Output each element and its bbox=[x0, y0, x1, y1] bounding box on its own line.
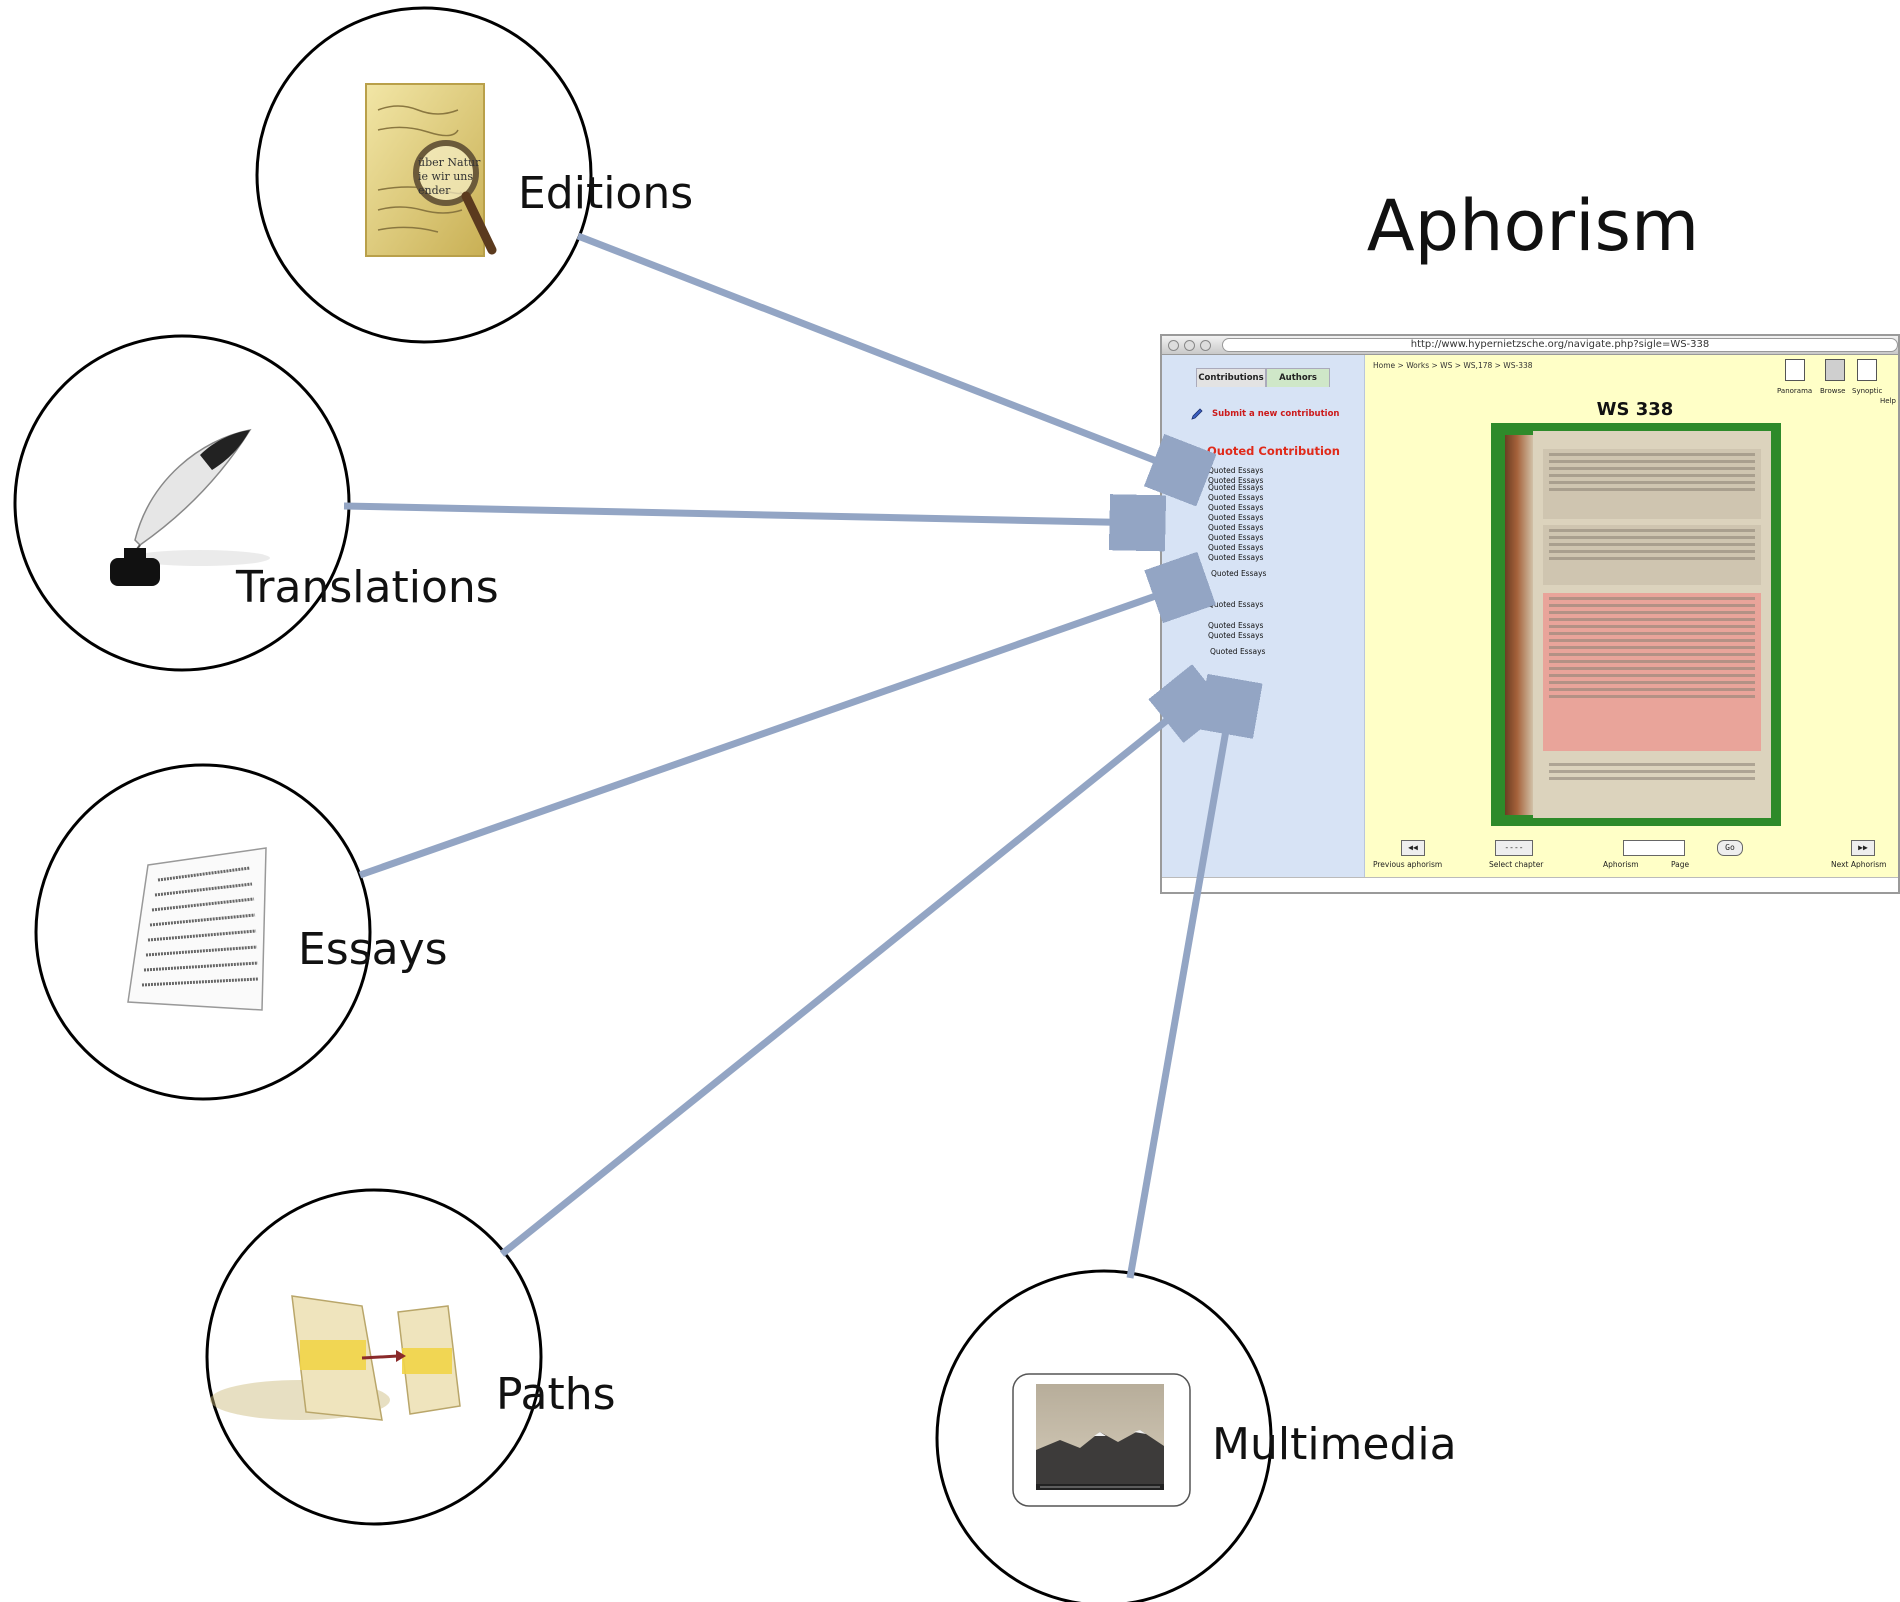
essays-label: Essays bbox=[298, 924, 448, 975]
page-title: WS 338 bbox=[1596, 399, 1674, 420]
essay-link[interactable]: Quoted Essays bbox=[1208, 533, 1264, 542]
essay-link[interactable]: Quoted Essays bbox=[1208, 543, 1264, 552]
close-dot[interactable] bbox=[1168, 340, 1179, 351]
tab-contributions[interactable]: Contributions bbox=[1196, 368, 1266, 387]
essay-link[interactable]: Quoted Essays bbox=[1210, 647, 1266, 656]
multimedia-node: Multimedia bbox=[935, 1269, 1457, 1602]
window-titlebar: http://www.hypernietzsche.org/navigate.p… bbox=[1162, 336, 1898, 355]
essay-link[interactable]: Quoted Essays bbox=[1208, 513, 1264, 522]
next-label[interactable]: Next Aphorism bbox=[1831, 860, 1887, 869]
aphorism-number-input[interactable] bbox=[1623, 840, 1685, 856]
paths-node: Paths bbox=[205, 1188, 616, 1526]
panorama-icon[interactable] bbox=[1785, 359, 1805, 381]
multimedia-circle bbox=[935, 1269, 1273, 1602]
svg-text:ender: ender bbox=[418, 184, 451, 197]
panorama-label[interactable]: Panorama bbox=[1777, 387, 1813, 395]
highlighted-aphorism bbox=[1543, 593, 1761, 751]
book-spine bbox=[1505, 435, 1535, 815]
essay-link[interactable]: Quoted Essays bbox=[1208, 493, 1264, 502]
editions-circle bbox=[255, 6, 593, 344]
essay-link[interactable]: Quoted Essays bbox=[1208, 476, 1264, 485]
tab-authors[interactable]: Authors bbox=[1266, 368, 1330, 387]
linked-pages-icon bbox=[210, 1295, 461, 1421]
synoptic-icon[interactable] bbox=[1857, 359, 1877, 381]
status-bar bbox=[1162, 877, 1898, 892]
essay-link[interactable]: Quoted Essays bbox=[1208, 466, 1264, 475]
svg-text:über Natur: über Natur bbox=[418, 156, 481, 169]
help-link[interactable]: Help bbox=[1880, 397, 1896, 405]
multimedia-label: Multimedia bbox=[1212, 1419, 1457, 1470]
breadcrumb[interactable]: Home > Works > WS > WS,178 > WS-338 bbox=[1373, 361, 1533, 370]
next-button[interactable]: ▶▶ bbox=[1851, 840, 1875, 856]
quoted-contribution-heading: Quoted Contribution bbox=[1207, 444, 1340, 458]
svg-text:ie wir uns: ie wir uns bbox=[418, 170, 473, 183]
zoom-dot[interactable] bbox=[1200, 340, 1211, 351]
essay-link[interactable]: Quoted Essays bbox=[1208, 631, 1264, 640]
essays-node: Essays bbox=[34, 763, 448, 1101]
text-block bbox=[1543, 449, 1761, 519]
essay-link[interactable]: Quoted Essays bbox=[1208, 503, 1264, 512]
essay-page-icon bbox=[127, 847, 267, 1011]
essay-link[interactable]: Quoted Essays bbox=[1211, 569, 1267, 578]
minimize-dot[interactable] bbox=[1184, 340, 1195, 351]
contributions-sidebar: Contributions Authors Submit a new contr… bbox=[1162, 355, 1365, 878]
editions-label: Editions bbox=[518, 168, 693, 219]
aphorism-content: Home > Works > WS > WS,178 > WS-338 Pano… bbox=[1365, 355, 1898, 878]
landscape-video-icon bbox=[1012, 1373, 1191, 1507]
manuscript-scan bbox=[1491, 423, 1781, 826]
prev-label[interactable]: Previous aphorism bbox=[1373, 860, 1443, 869]
translations-label: Translations bbox=[235, 562, 499, 613]
chapter-label: Select chapter bbox=[1489, 860, 1544, 869]
submit-contribution-link[interactable]: Submit a new contribution bbox=[1212, 409, 1340, 419]
aphorism-radio-label[interactable]: Aphorism bbox=[1603, 860, 1639, 869]
go-button[interactable]: Go bbox=[1717, 840, 1743, 856]
synoptic-label[interactable]: Synoptic bbox=[1852, 387, 1883, 395]
paths-circle bbox=[205, 1188, 543, 1526]
paths-label: Paths bbox=[496, 1369, 616, 1420]
browse-icon[interactable] bbox=[1825, 359, 1845, 381]
text-block bbox=[1543, 525, 1761, 585]
text-block bbox=[1543, 759, 1761, 799]
url-bar[interactable]: http://www.hypernietzsche.org/navigate.p… bbox=[1222, 338, 1898, 352]
chapter-select[interactable]: ---- bbox=[1495, 840, 1533, 856]
diagram-title: Aphorism bbox=[1367, 185, 1699, 267]
essay-link[interactable]: Quoted Essays bbox=[1208, 600, 1264, 609]
essay-link[interactable]: Quoted Essays bbox=[1208, 483, 1264, 492]
browser-window: http://www.hypernietzsche.org/navigate.p… bbox=[1160, 334, 1900, 894]
prev-button[interactable]: ◀◀ bbox=[1401, 840, 1425, 856]
aphorism-navigation: ◀◀ Previous aphorism ---- Select chapter… bbox=[1365, 830, 1898, 878]
essay-link[interactable]: Quoted Essays bbox=[1208, 523, 1264, 532]
magnifier-document-icon: über Natur ie wir uns ender bbox=[365, 83, 497, 257]
editions-node: über Natur ie wir uns ender Editions bbox=[255, 6, 693, 344]
browse-label[interactable]: Browse bbox=[1820, 387, 1846, 395]
quill-inkwell-icon bbox=[110, 428, 270, 586]
translations-node: Translations bbox=[13, 334, 499, 672]
essay-link[interactable]: Quoted Essays bbox=[1208, 553, 1264, 562]
page-radio-label[interactable]: Page bbox=[1671, 860, 1690, 869]
pencil-icon bbox=[1191, 408, 1203, 420]
essay-link[interactable]: Quoted Essays bbox=[1208, 621, 1264, 630]
book-page bbox=[1533, 431, 1771, 818]
essays-circle bbox=[34, 763, 372, 1101]
